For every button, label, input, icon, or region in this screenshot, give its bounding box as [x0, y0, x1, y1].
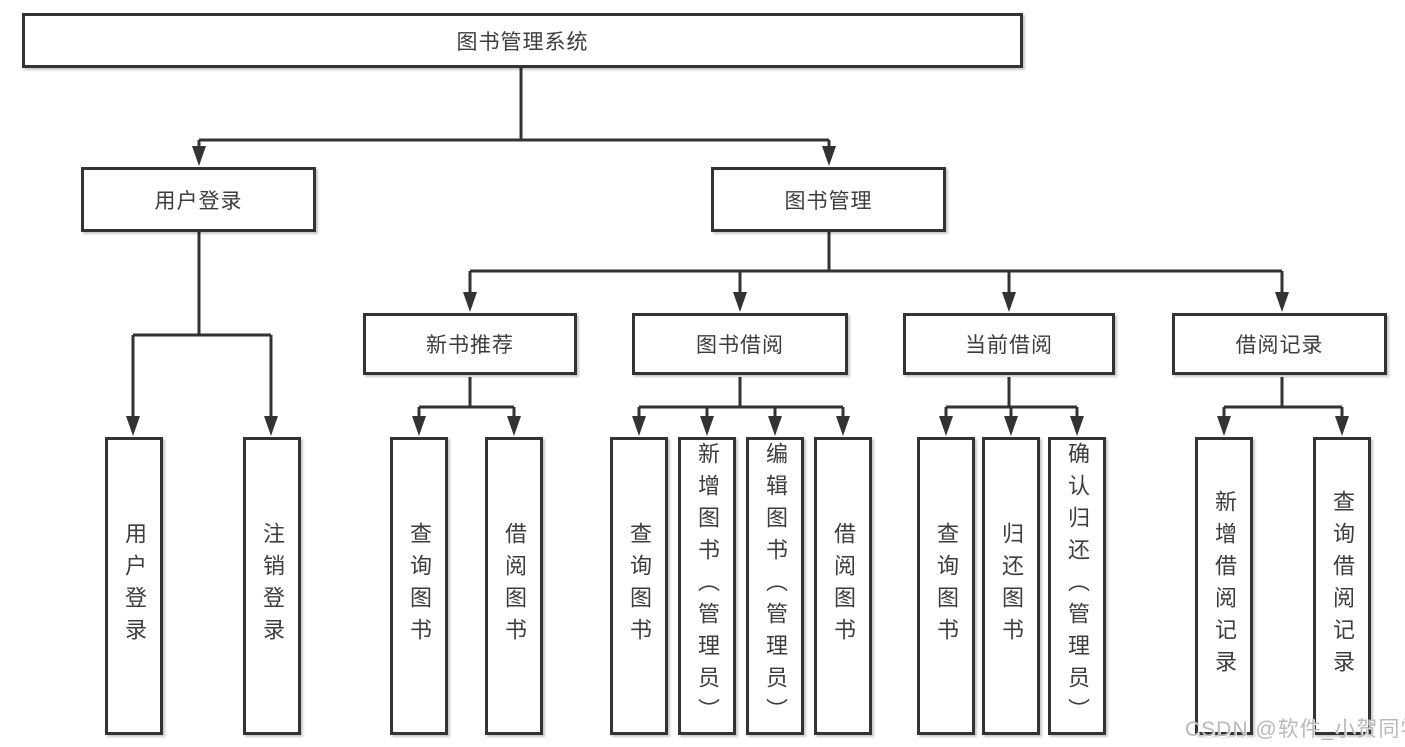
leaf-user-login: 用户登录 — [105, 437, 163, 735]
leaf-query-books-current: 查询图书 — [917, 437, 975, 735]
connector-user-login — [131, 232, 273, 419]
node-user-login: 用户登录 — [81, 167, 316, 232]
connector-current-borrow — [944, 377, 1079, 419]
node-borrow-records: 借阅记录 — [1172, 313, 1387, 375]
leaf-query-borrow-record: 查询借阅记录 — [1313, 437, 1371, 735]
connector-new-books — [417, 377, 516, 419]
leaf-add-borrow-record: 新增借阅记录 — [1195, 437, 1253, 735]
leaf-query-books-recommend: 查询图书 — [390, 437, 448, 735]
node-root: 图书管理系统 — [22, 13, 1023, 68]
node-book-borrow: 图书借阅 — [632, 313, 848, 375]
leaf-query-books-borrow: 查询图书 — [610, 437, 668, 735]
node-new-books: 新书推荐 — [363, 313, 577, 375]
connector-root — [197, 68, 831, 149]
leaf-borrow-books-borrow: 借阅图书 — [814, 437, 872, 735]
leaf-logout: 注销登录 — [243, 437, 301, 735]
node-book-mgmt: 图书管理 — [711, 167, 946, 232]
leaf-return-book: 归还图书 — [982, 437, 1040, 735]
watermark: CSDN @软件_小贺同学 — [1185, 718, 1405, 741]
leaf-add-book-admin: 新增图书（管理员） — [678, 437, 736, 735]
node-current-borrow: 当前借阅 — [903, 313, 1115, 375]
leaf-edit-book-admin: 编辑图书（管理员） — [746, 437, 804, 735]
connector-borrow-records — [1222, 377, 1344, 419]
leaf-confirm-return-admin: 确认归还（管理员） — [1048, 437, 1106, 735]
leaf-borrow-books-recommend: 借阅图书 — [485, 437, 543, 735]
connector-book-mgmt — [468, 232, 1284, 295]
connector-book-borrow — [637, 377, 845, 419]
